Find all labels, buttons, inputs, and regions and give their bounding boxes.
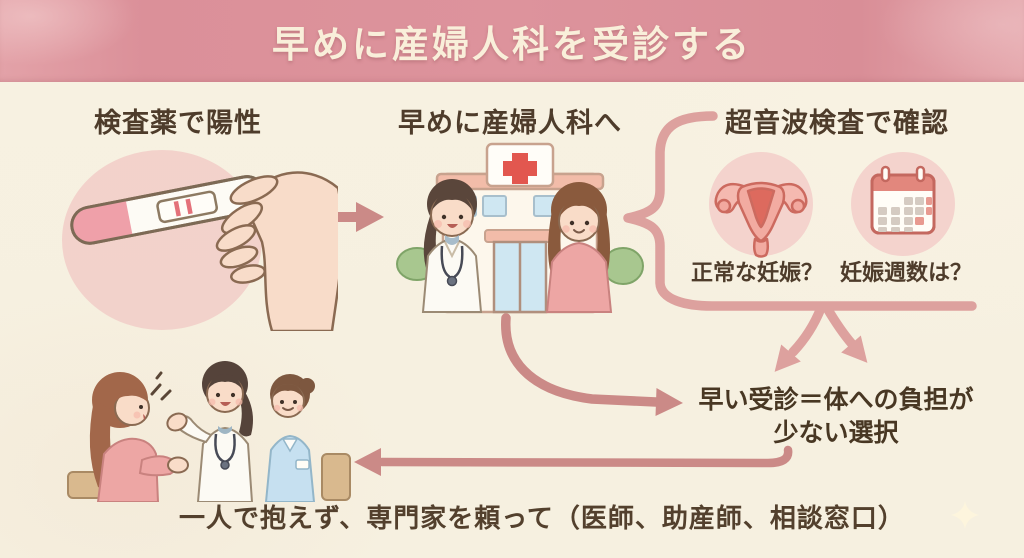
pregnancy-test-illustration (62, 150, 338, 331)
sparkle-icon (951, 501, 979, 529)
section-title-test: 検査薬で陽性 (94, 108, 262, 138)
header-banner: 早めに産婦人科を受診する (0, 0, 1024, 82)
fan-arrow-right-icon (822, 303, 868, 363)
hand (215, 171, 338, 331)
section-title-ultrasound: 超音波検査で確認 (725, 108, 949, 138)
curved-arrow-icon (501, 313, 683, 416)
conclusion-line-2: 少ない選択 (773, 419, 899, 447)
return-arrow-icon (354, 445, 793, 476)
hospital-illustration (396, 142, 644, 314)
calendar-grid (878, 197, 932, 232)
question-pregnancy-weeks: 妊娠週数は？ (839, 260, 972, 285)
calendar-icon (851, 152, 955, 256)
patient-figure (545, 182, 613, 313)
brace-connector (623, 111, 977, 311)
doctor-figure (421, 179, 483, 313)
fan-arrow-left-icon (774, 303, 826, 372)
doctor-figure (166, 361, 254, 502)
consultation-illustration (67, 361, 351, 502)
page-title: 早めに産婦人科を受診する (272, 24, 752, 65)
woman-figure (89, 372, 189, 502)
question-normal-pregnancy: 正常な妊娠？ (690, 260, 823, 285)
nurse-figure (264, 374, 316, 502)
chair (321, 453, 351, 501)
section-title-clinic: 早めに産婦人科へ (398, 108, 622, 138)
badge (295, 459, 310, 470)
conclusion-text: 早い受診＝体への負担が 少ない選択 (690, 384, 982, 450)
footer-message: 一人で抱えず、専門家を頼って（医師、助産師、相談窓口） (179, 503, 905, 533)
red-cross-icon (503, 153, 537, 184)
speech-marks (150, 371, 172, 401)
conclusion-line-1: 早い受診＝体への負担が (698, 386, 974, 414)
uterus-icon (709, 152, 813, 258)
pregnancy-test-stick (70, 175, 267, 245)
